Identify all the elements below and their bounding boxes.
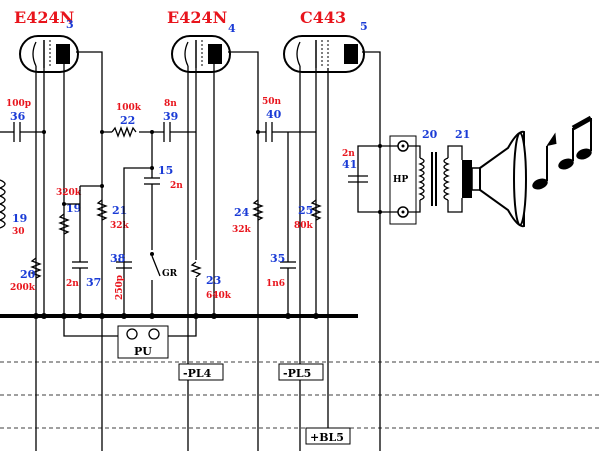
tube-2-number: 4 <box>228 22 236 35</box>
r19-value: 320k <box>56 188 82 198</box>
coil19-value: 30 <box>12 227 25 237</box>
hp-terminal-block: HP <box>389 135 417 225</box>
c39-ref: 39 <box>163 110 178 123</box>
pl5-label-box: -PL5 <box>278 363 324 381</box>
c39-value: 8n <box>164 99 177 109</box>
r21-value: 32k <box>110 221 130 231</box>
r20-ref: 20 <box>20 268 36 281</box>
tube-1-number: 3 <box>66 18 74 31</box>
pl4-label-box: -PL4 <box>178 363 224 381</box>
c35-ref: 35 <box>270 252 285 265</box>
r23-value: 640k <box>206 291 232 301</box>
c36-ref: 36 <box>10 110 26 123</box>
r24-ref: 24 <box>234 206 250 219</box>
c35-value: 1n6 <box>266 279 285 289</box>
t20-ref: 20 <box>422 128 438 141</box>
output-transformer: 20 <box>408 128 450 213</box>
ground-junctions <box>33 313 319 319</box>
c38-value: 250p <box>115 275 125 300</box>
pl4-label: -PL4 <box>183 367 212 380</box>
c38-ref: 38 <box>110 252 126 265</box>
tube-2-name: E424N <box>167 8 227 27</box>
c15-ref: 15 <box>158 164 173 177</box>
c41-ref: 41 <box>342 158 357 171</box>
tube-3-name: C443 <box>300 8 346 27</box>
r24-value: 32k <box>232 225 252 235</box>
c40-value: 50n <box>262 97 282 107</box>
r19-ref: 19 <box>66 202 81 215</box>
c15-value: 2n <box>170 181 183 191</box>
tube-1-name: E424N <box>14 8 74 27</box>
c41-value: 2n <box>342 149 355 159</box>
sp21-ref: 21 <box>455 128 470 141</box>
tube-1: E424N 3 <box>14 8 79 73</box>
c36-value: 100p <box>6 99 31 109</box>
tube-2: E424N 4 <box>167 8 236 73</box>
c37-ref: 37 <box>86 276 101 289</box>
r22-value: 100k <box>116 103 142 113</box>
r25-ref: 25 <box>298 204 313 217</box>
c40-ref: 40 <box>266 108 282 121</box>
pickup-connector: PU <box>63 316 197 359</box>
r25-value: 80k <box>294 221 314 231</box>
coil19-ref: 19 <box>12 212 27 225</box>
r22-ref: 22 <box>120 114 135 127</box>
tube-3-number: 5 <box>360 20 368 33</box>
r20-value: 200k <box>10 283 36 293</box>
bl5-label: +BL5 <box>310 431 344 444</box>
music-notes-icon <box>532 115 593 190</box>
loudspeaker: 21 <box>447 128 527 228</box>
pu-label: PU <box>134 345 152 358</box>
dashed-supply-lines <box>0 361 600 429</box>
r23-ref: 23 <box>206 274 221 287</box>
tube-3: C443 5 <box>283 8 368 73</box>
hp-label: HP <box>393 175 409 185</box>
bl5-label-box: +BL5 <box>305 427 351 445</box>
c37-value: 2n <box>66 279 79 289</box>
r21-ref: 21 <box>112 204 127 217</box>
pl5-label: -PL5 <box>283 367 311 380</box>
gr-label: GR <box>162 269 178 279</box>
